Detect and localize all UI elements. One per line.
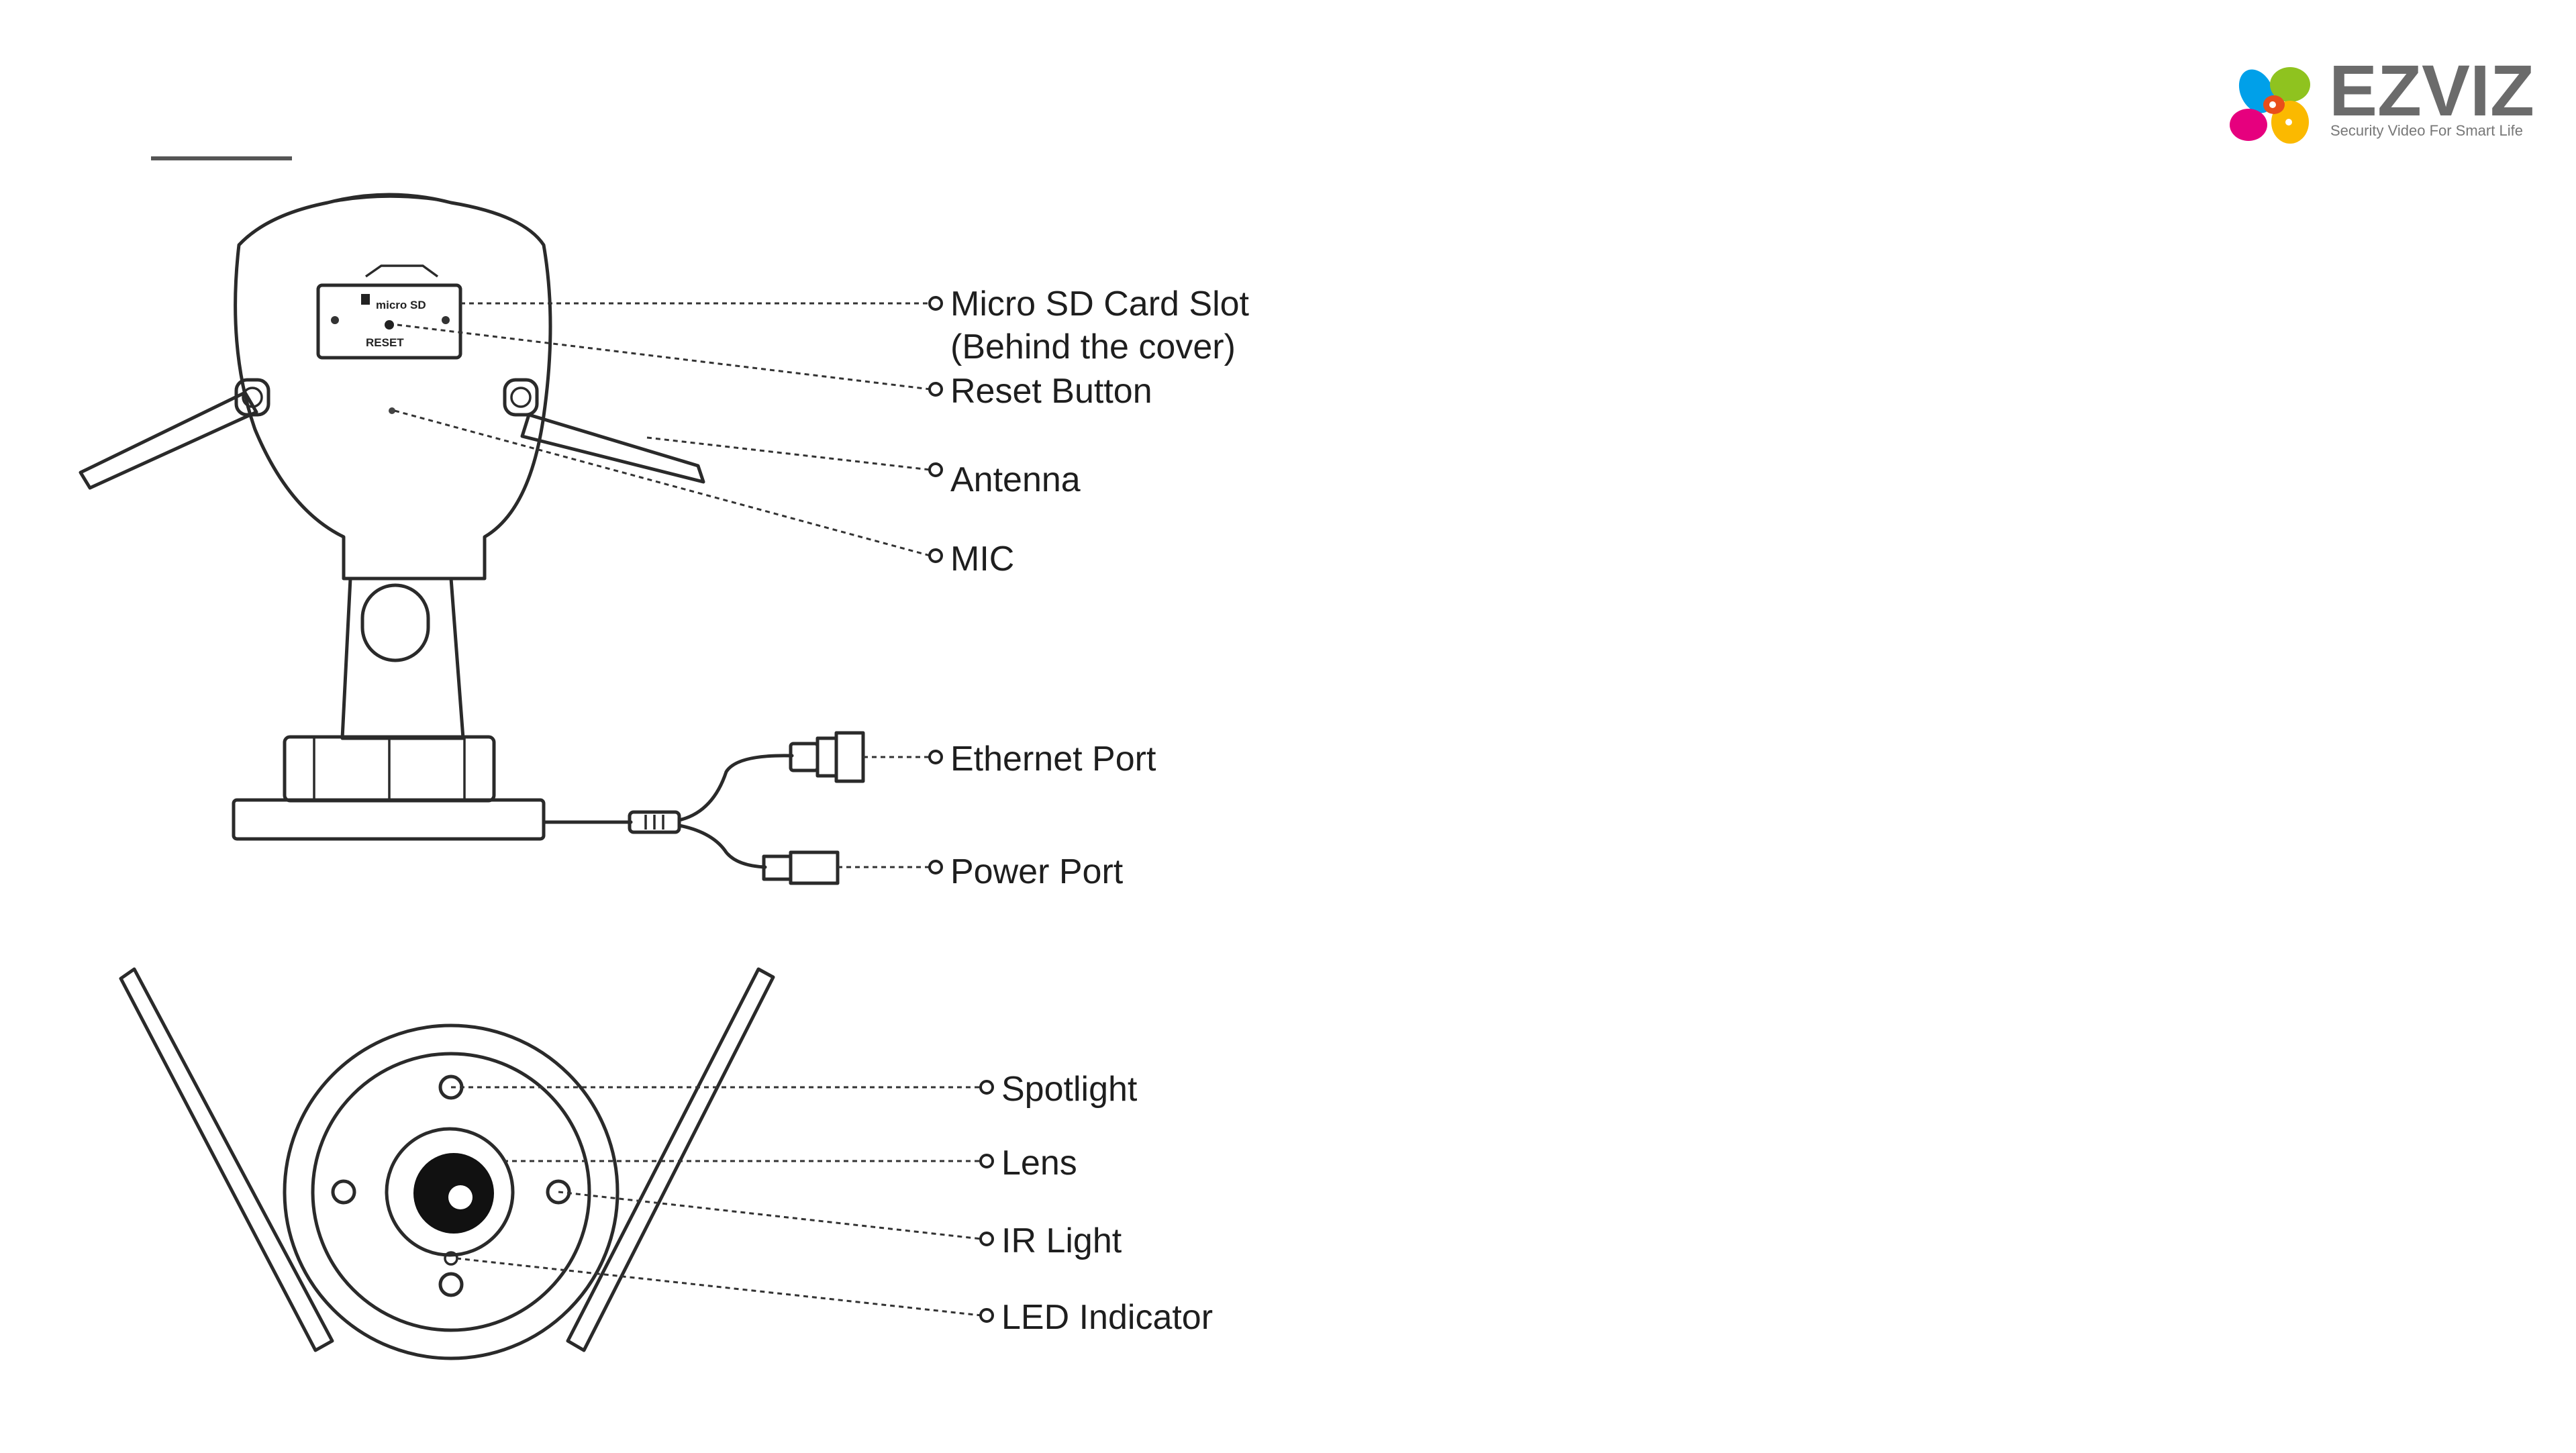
logo-mark xyxy=(2230,64,2310,144)
ezviz-logo: EZVIZ Security Video For Smart Life xyxy=(2230,50,2534,144)
label-antenna: Antenna xyxy=(950,460,1081,499)
micro-sd-text: micro SD xyxy=(376,299,426,311)
label-spotlight: Spotlight xyxy=(1001,1070,1138,1109)
mount-base xyxy=(234,800,544,839)
antenna-left xyxy=(81,380,268,488)
sd-card-panel: micro SD RESET xyxy=(318,266,460,358)
label-ethernet-port: Ethernet Port xyxy=(950,740,1156,779)
brand-name: EZVIZ xyxy=(2329,50,2534,131)
label-power-port: Power Port xyxy=(950,852,1124,891)
camera-front-view xyxy=(121,969,773,1358)
label-reset-button: Reset Button xyxy=(950,372,1152,411)
label-mic: MIC xyxy=(950,540,1014,579)
label-led-indicator: LED Indicator xyxy=(1001,1298,1213,1337)
antenna-right xyxy=(505,380,703,482)
label-ir-light: IR Light xyxy=(1001,1221,1122,1260)
cable-assembly xyxy=(544,733,863,883)
camera-back-view: micro SD RESET xyxy=(81,195,863,883)
front-antenna-left xyxy=(121,969,332,1350)
label-micro-sd-slot-note: (Behind the cover) xyxy=(950,328,1236,366)
mic-hole xyxy=(389,407,395,414)
front-antenna-right xyxy=(568,969,773,1350)
reset-text: RESET xyxy=(366,336,404,349)
label-micro-sd-slot: Micro SD Card Slot xyxy=(950,285,1250,323)
mount-nut xyxy=(285,737,494,801)
ir-light-left-icon xyxy=(333,1181,354,1203)
camera-body-outline xyxy=(236,195,550,579)
reset-hole xyxy=(385,320,394,330)
callout-labels: Micro SD Card Slot (Behind the cover) Re… xyxy=(950,285,1250,1337)
brand-tagline: Security Video For Smart Life xyxy=(2330,122,2523,139)
label-lens: Lens xyxy=(1001,1144,1077,1183)
callout-endpoints xyxy=(930,297,993,1321)
callout-lines xyxy=(395,303,981,1315)
